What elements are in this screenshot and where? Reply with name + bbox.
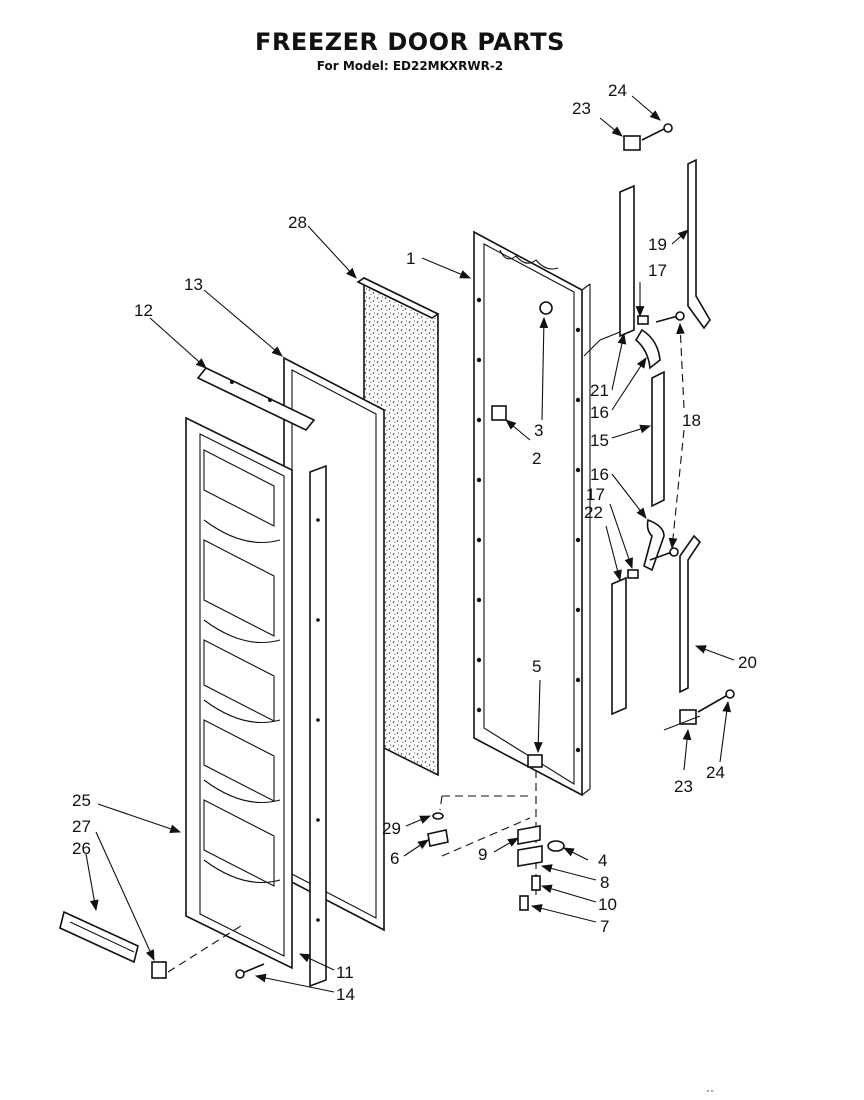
upper-handle-channel [619, 184, 635, 338]
outer-door-panel [473, 230, 591, 797]
callout-1: 1 [406, 249, 415, 268]
callout-23-top: 23 [572, 99, 591, 118]
callout-6: 6 [390, 849, 399, 868]
side-trim-strip [309, 464, 327, 988]
callout-24-bottom: 24 [706, 763, 725, 782]
lower-handle-end-cap [643, 518, 665, 572]
bottom-hinge-hardware [427, 770, 565, 911]
upper-handle-trim [687, 158, 711, 330]
callout-19: 19 [648, 235, 667, 254]
callout-9: 9 [478, 845, 487, 864]
callout-4: 4 [598, 851, 607, 870]
door-plug [539, 301, 553, 315]
door-gasket [283, 356, 385, 932]
callout-26: 26 [72, 839, 91, 858]
callout-11: 11 [336, 963, 354, 982]
callout-labels: 1 2 3 4 5 6 7 8 9 10 11 12 13 14 15 16 1… [72, 81, 757, 1097]
trim-screw [235, 963, 265, 979]
callout-2: 2 [532, 449, 541, 468]
callout-25: 25 [72, 791, 91, 810]
callout-22: 22 [584, 503, 603, 522]
upper-handle-end-cap [634, 328, 661, 370]
callout-17-lower: 17 [586, 485, 605, 504]
callout-21: 21 [590, 381, 609, 400]
corner-mark: ·· [706, 1083, 714, 1097]
callout-14: 14 [336, 985, 355, 1004]
door-panel-screw-holes [476, 297, 581, 753]
callout-8: 8 [600, 873, 609, 892]
handle-assembly [583, 123, 735, 731]
leader-lines [85, 95, 735, 993]
callout-7: 7 [600, 917, 609, 936]
callout-17-upper: 17 [648, 261, 667, 280]
rail-end-cap [151, 961, 167, 979]
lower-handle-trim [679, 534, 702, 694]
diagram-title: FREEZER DOOR PARTS [255, 28, 565, 56]
callout-20: 20 [738, 653, 757, 672]
page-header: FREEZER DOOR PARTS For Model: ED22MKXRWR… [0, 28, 820, 73]
callout-15: 15 [590, 431, 609, 450]
callout-24-top: 24 [608, 81, 627, 100]
lower-handle-channel [611, 576, 627, 716]
rail-alignment-line [167, 923, 245, 973]
top-trim [196, 367, 316, 431]
callout-5: 5 [532, 657, 541, 676]
model-subtitle: For Model: ED22MKXRWR-2 [316, 59, 504, 73]
callout-16-lower: 16 [590, 465, 609, 484]
callout-13: 13 [184, 275, 203, 294]
hinge-pin-bracket [527, 754, 543, 768]
callout-16-upper: 16 [590, 403, 609, 422]
handle-bar [651, 370, 665, 508]
bottom-rail [59, 910, 139, 964]
callout-18: 18 [682, 411, 701, 430]
door-bracket [491, 405, 507, 421]
callout-29: 29 [382, 819, 401, 838]
callout-27: 27 [72, 817, 91, 836]
callout-12: 12 [134, 301, 153, 320]
callout-3: 3 [534, 421, 543, 440]
callout-28: 28 [288, 213, 307, 232]
door-liner [185, 416, 293, 970]
callout-10: 10 [598, 895, 617, 914]
callout-23-bottom: 23 [674, 777, 693, 796]
